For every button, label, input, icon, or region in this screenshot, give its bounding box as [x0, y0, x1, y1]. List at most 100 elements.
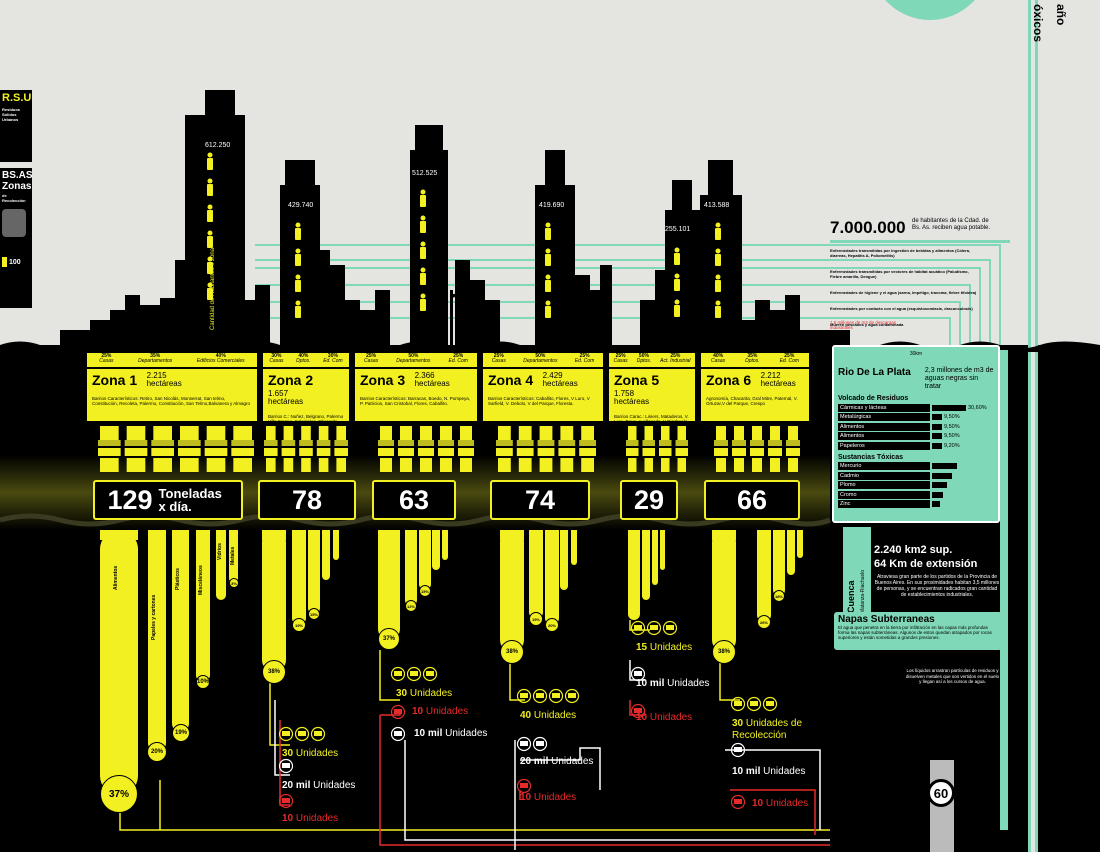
category-bar [292, 530, 306, 625]
zone4-red: 10 Unidades [520, 792, 577, 803]
zone1-population: 612.250 [205, 142, 231, 149]
population-label: Cantidad de Habitantes x zona [210, 247, 216, 330]
zone2-barrios: Barrios C.: Nuñez, Belgrano, Palermo Vil… [268, 414, 344, 424]
truck-icons [278, 620, 778, 810]
person-icon [207, 204, 213, 222]
zone3-percentages: 25%Casas 50%Departamentos 25%Ed. Com [354, 352, 478, 368]
teal-circle [885, 0, 975, 20]
rio-title: Rio De La Plata [838, 367, 911, 378]
category-bar [419, 530, 431, 590]
volcado-row: Plomo [838, 481, 994, 489]
zone2-name: Zona 2 [268, 372, 314, 388]
zone4-pct-papeles: 19% [529, 612, 543, 626]
zone3-red: 10 Unidades [412, 706, 469, 717]
bin-icon [124, 426, 148, 472]
row-bar [932, 472, 952, 479]
truck-icon [294, 726, 310, 742]
category-bar [196, 530, 210, 682]
zone6-pct-alimentos: 38% [712, 640, 736, 664]
person-icon [420, 241, 426, 259]
discharge-text: 1,5 millones de m3 de descargas industri… [830, 320, 897, 330]
truck-icon [746, 696, 762, 712]
bin-icon [558, 426, 576, 472]
truck-icon [278, 793, 294, 809]
zone5-red: 10 Unidades [636, 712, 693, 723]
category-bar [262, 530, 286, 672]
truck-icon [278, 758, 294, 774]
persona-value: 100 [9, 258, 21, 266]
volcado-row: Cadmio [838, 471, 994, 480]
zone5-tons: 29 [620, 480, 678, 520]
zone4-population: 419.690 [539, 202, 565, 209]
zonas-sub: de Recolección [2, 193, 26, 203]
category-bar [442, 530, 448, 560]
row-label: Alimentos [838, 432, 930, 440]
zone1-barrios: Barrios Característicos: Retiro, San Nic… [92, 396, 250, 406]
person-icon [545, 248, 551, 266]
category-bar [148, 530, 166, 752]
zone1-cat-alimentos: Alimentos [113, 565, 119, 590]
person-icon [715, 222, 721, 240]
zone1-pct-miscelaneos: 10% [196, 675, 210, 689]
bin-icon [675, 426, 688, 472]
person-icon [545, 300, 551, 318]
person-icon [420, 189, 426, 207]
zone6-pct-plasticos: 18% [773, 590, 785, 602]
disease-4: Enfermedades por contacto con el agua (e… [830, 306, 973, 311]
zone3-barrios: Barrios Característicos: Barracas, Boedo… [360, 396, 471, 406]
bin-icon [231, 426, 254, 472]
truck-icon [630, 666, 646, 682]
row-label: Mercurio [838, 462, 930, 470]
zone6-mil: 10 mil Unidades [732, 766, 806, 777]
disease-1: Enfermedades transmitidas por ingestión … [830, 248, 971, 258]
zone2-population: 429.740 [288, 202, 314, 209]
category-bar [757, 530, 771, 622]
bin-icon [204, 426, 228, 472]
category-bar [628, 530, 640, 620]
bin-rows [98, 426, 800, 472]
row-label: Zinc [838, 500, 930, 508]
zone4-tons: 74 [490, 480, 590, 520]
badge-60: 60 [927, 779, 955, 807]
bin-icon [768, 426, 782, 472]
row-bar [932, 404, 966, 411]
category-bar [712, 530, 736, 652]
cuenca-sub: Matanza-Riachuelo [860, 569, 866, 613]
water-count-text: de habitantes de la Cdad. de Bs. As. rec… [912, 218, 991, 231]
napas-box: Napas Subterraneas El agua que penetra e… [834, 612, 1002, 650]
zone3-mil: 10 mil Unidades [414, 728, 488, 739]
truck-icon [730, 742, 746, 758]
zone6-tons: 66 [704, 480, 800, 520]
row-value: 9,50% [944, 414, 960, 420]
person-icon [207, 282, 213, 300]
zone4-pct-alimentos: 38% [500, 640, 524, 664]
zone1-cat-vidrios: Vidrios [217, 543, 223, 560]
row-bar [932, 423, 942, 430]
person-icon [420, 215, 426, 233]
tons-unit: Toneladas x día. [158, 486, 222, 514]
cuenca-sup: 2.240 km2 sup. [874, 544, 953, 556]
row-label: Cármicas y lácteas [838, 403, 930, 412]
person-icon [295, 222, 301, 240]
rsu-tag: R.S.U Residuos Sólidos Urbanos [0, 90, 32, 162]
zone1-cat-metales: Metales [230, 546, 236, 565]
persona-legend: 100 [2, 257, 30, 267]
bin-icon [316, 426, 331, 472]
zone1-tons-value: 129 [107, 484, 153, 515]
person-icon [207, 178, 213, 196]
corner-text-2: óxicos [1031, 4, 1045, 43]
toxicas-title: Sustancias Tóxicas [838, 453, 903, 461]
napas-note: Los líquidos arrastran partículas de res… [905, 668, 1000, 684]
truck-icon [730, 794, 746, 810]
cuenca-label: Cuenca [846, 580, 856, 613]
truck-icon [730, 696, 746, 712]
category-bar [216, 530, 226, 600]
bin-icon [496, 426, 513, 472]
zone-towers [185, 90, 742, 345]
